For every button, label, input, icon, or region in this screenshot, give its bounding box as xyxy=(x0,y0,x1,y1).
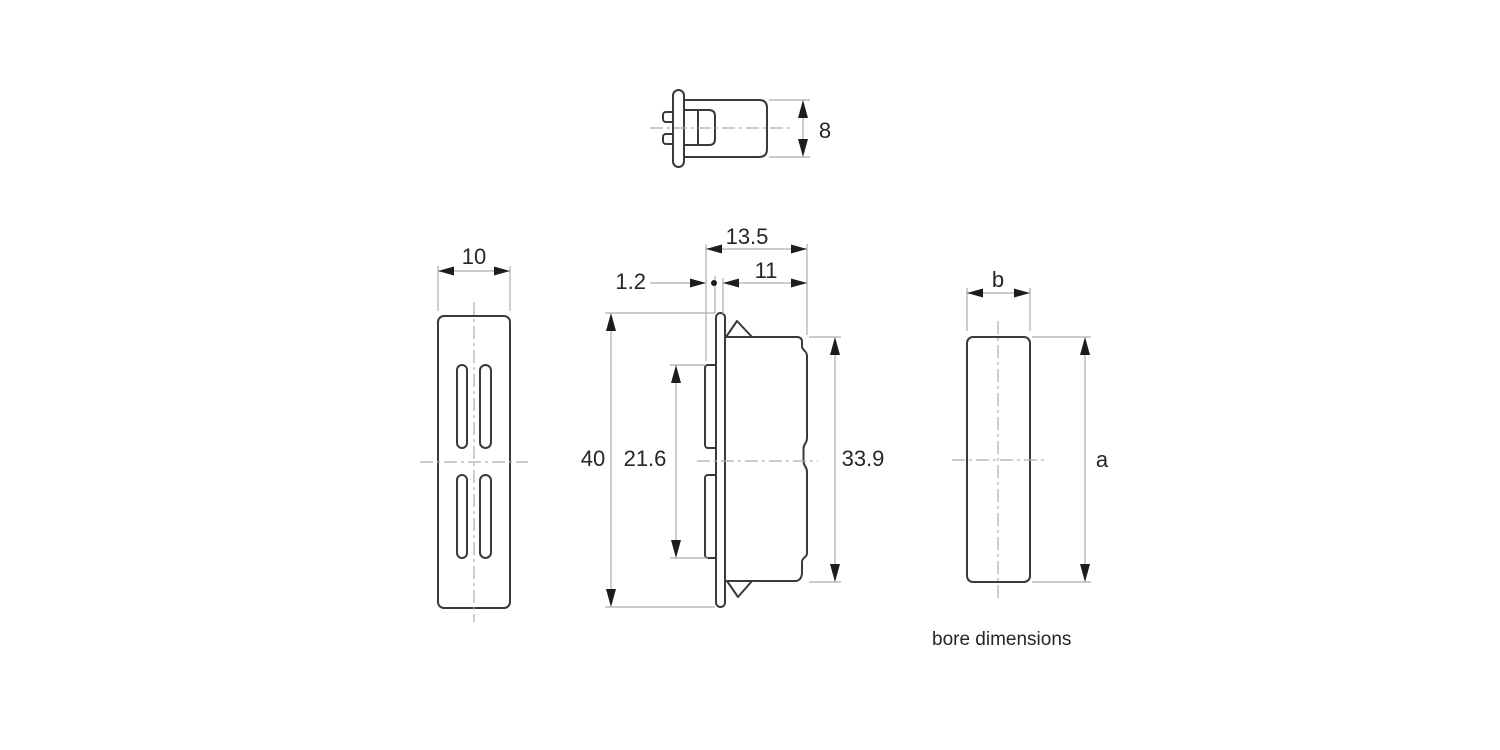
side-view-body-outline xyxy=(724,336,808,582)
dim-33-9-arrow-down xyxy=(830,564,840,582)
dim-33-9-arrow-up xyxy=(830,337,840,355)
front-view: 10 xyxy=(420,244,528,622)
side-view-latch-top xyxy=(725,320,753,338)
dim-a-arrow-up xyxy=(1080,337,1090,355)
dim-21-6-arrow-up xyxy=(671,365,681,383)
dim-33-9-label: 33.9 xyxy=(842,446,885,471)
bore-dimensions-caption: bore dimensions xyxy=(932,629,1071,650)
dim-11-arrow-left xyxy=(723,278,739,288)
dim-b-arrow-left xyxy=(967,288,983,298)
side-view-flange-outline xyxy=(715,312,726,608)
dim-a-label: a xyxy=(1096,447,1109,472)
front-view-slot-top-right xyxy=(479,364,492,449)
dim-a-arrow-down xyxy=(1080,564,1090,582)
dim-11-arrow-right xyxy=(791,278,807,288)
front-view-slot-bottom-right xyxy=(479,474,492,559)
front-view-slot-top-left xyxy=(456,364,468,449)
dim-13-5-arrow-right xyxy=(791,244,807,254)
side-view-latch-bottom xyxy=(726,580,753,598)
dim-10-arrow-right xyxy=(494,266,510,276)
dim-10-label: 10 xyxy=(462,244,486,269)
dim-1-2-arrow xyxy=(690,278,706,288)
dim-40-arrow-up xyxy=(606,313,616,331)
dim-10-arrow-left xyxy=(438,266,454,276)
dim-21-6-label: 21.6 xyxy=(624,446,667,471)
dim-1-2-label: 1.2 xyxy=(615,269,646,294)
dim-8-label: 8 xyxy=(819,118,831,143)
bore-view: b a bore dimensions xyxy=(932,267,1109,650)
front-view-slot-bottom-left xyxy=(456,474,468,559)
dim-13-5-label: 13.5 xyxy=(726,224,769,249)
dim-b-arrow-right xyxy=(1014,288,1030,298)
dim-40-arrow-down xyxy=(606,589,616,607)
dim-8-arrow-up xyxy=(798,100,808,118)
dim-1-2-terminator-dot xyxy=(711,280,717,286)
dim-40-label: 40 xyxy=(581,446,605,471)
dim-8-arrow-down xyxy=(798,139,808,157)
dim-21-6-arrow-down xyxy=(671,540,681,558)
dim-13-5-arrow-left xyxy=(706,244,722,254)
top-view: 8 xyxy=(650,89,831,168)
dim-11-label: 11 xyxy=(755,258,778,283)
side-view: 13.5 11 1.2 40 21.6 33.9 xyxy=(581,224,885,608)
dim-b-label: b xyxy=(992,267,1004,292)
